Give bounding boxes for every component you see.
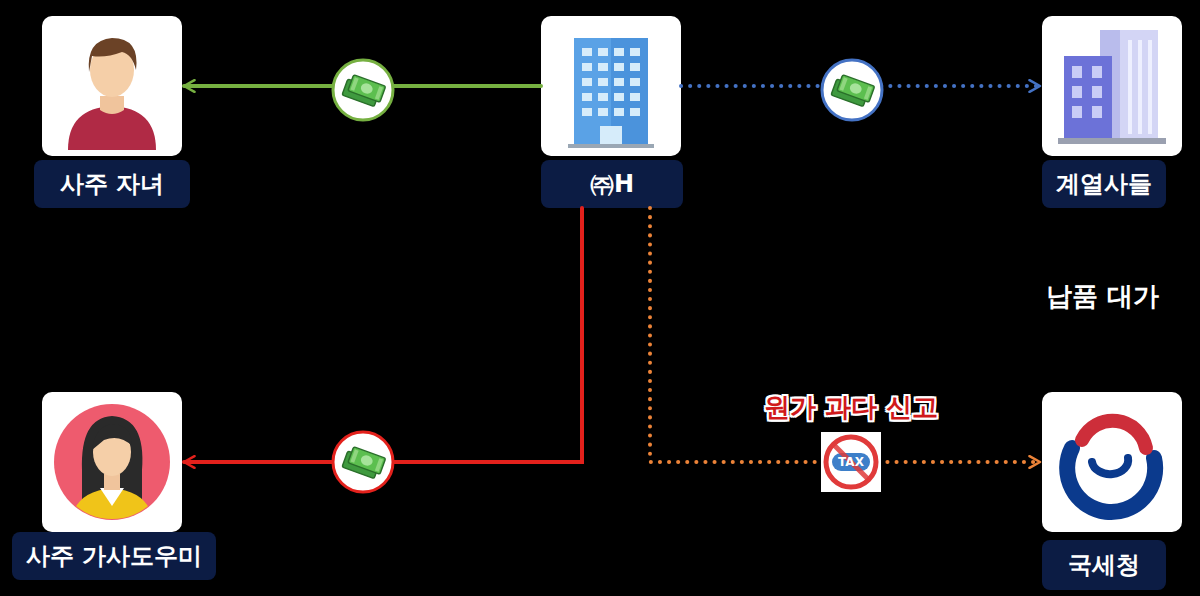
name-plate: 사주 자녀 <box>34 160 190 208</box>
name-plate: 계열사들 <box>1042 160 1166 208</box>
building-icon <box>568 38 654 148</box>
person-icon <box>68 38 156 150</box>
flow-arrow <box>650 208 1040 462</box>
flow-arrow <box>184 208 582 462</box>
entity-box: ㈜H <box>541 16 683 208</box>
node-label: 사주 자녀 <box>60 168 164 200</box>
person-icon <box>54 404 170 530</box>
icon-tile <box>1042 392 1182 532</box>
entity-box: 사주 가사도우미 <box>12 392 216 580</box>
flow-arrow <box>681 84 1040 88</box>
icon-tile <box>42 392 182 532</box>
node-label: 사주 가사도우미 <box>26 540 202 572</box>
money-icon <box>333 432 393 492</box>
no-tax-icon <box>821 432 881 492</box>
edge-label: 원가 과다 신고 <box>764 390 938 425</box>
money-icon <box>333 60 393 120</box>
flow-arrow <box>184 84 541 88</box>
flow-note: 납품 대가 <box>1046 279 1159 314</box>
icon-tile <box>42 16 182 156</box>
entity-box: 국세청 <box>1042 392 1182 590</box>
money-icon <box>822 60 882 120</box>
government-logo <box>1067 421 1155 512</box>
node-label: 계열사들 <box>1056 168 1152 200</box>
icon-tile <box>541 16 681 156</box>
node-label: ㈜H <box>590 168 634 200</box>
node-label: 국세청 <box>1068 549 1140 581</box>
name-plate: 국세청 <box>1042 540 1166 590</box>
icon-tile <box>1042 16 1182 156</box>
entity-box: 계열사들 <box>1042 16 1182 208</box>
entity-box: 사주 자녀 <box>34 16 190 208</box>
name-plate: 사주 가사도우미 <box>12 532 216 580</box>
name-plate: ㈜H <box>541 160 683 208</box>
buildings-icon <box>1058 30 1166 144</box>
